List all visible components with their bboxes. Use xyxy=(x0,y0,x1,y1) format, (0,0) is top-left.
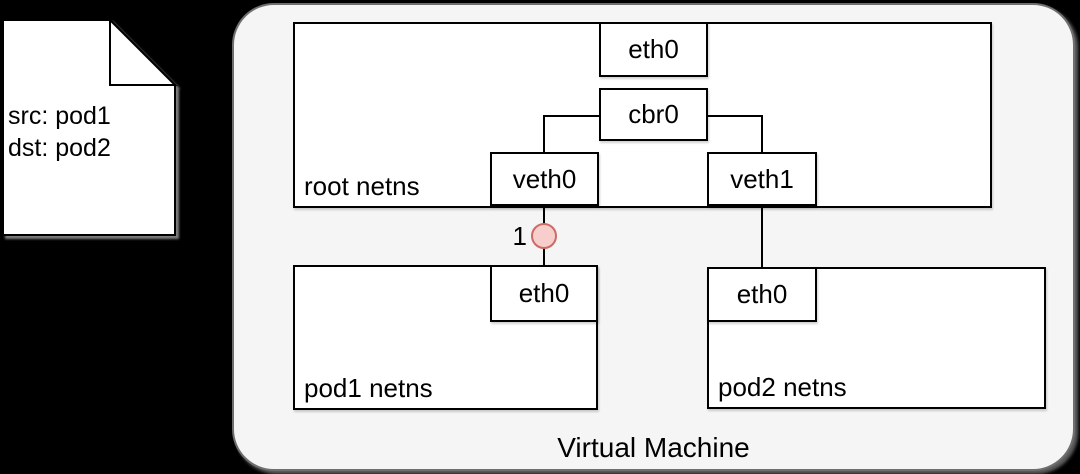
step-marker-circle xyxy=(531,223,557,249)
veth1-label: veth1 xyxy=(730,163,794,194)
step-marker-label: 1 xyxy=(512,221,527,251)
root-eth0-label: eth0 xyxy=(628,34,679,64)
cbr0-label: cbr0 xyxy=(628,99,679,129)
pod1-netns-label: pod1 netns xyxy=(304,373,433,403)
cbr0-box: cbr0 xyxy=(599,88,708,141)
veth0-label: veth0 xyxy=(512,163,577,194)
veth1-box: veth1 xyxy=(707,152,817,206)
veth0-box: veth0 xyxy=(490,152,599,206)
root-eth0-box: eth0 xyxy=(599,22,708,77)
packet-src-line: src: pod1 xyxy=(8,102,111,130)
pod2-netns-label: pod2 netns xyxy=(718,372,847,402)
pod1-eth0-box: eth0 xyxy=(490,265,598,322)
virtual-machine-label: Virtual Machine xyxy=(557,432,750,463)
pod2-eth0-label: eth0 xyxy=(736,279,788,309)
pod1-eth0-label: eth0 xyxy=(518,278,570,308)
packet-note-text: src: pod1 dst: pod2 xyxy=(8,100,111,164)
pod2-eth0-box: eth0 xyxy=(707,267,817,322)
pod2-netns-box: pod2 netns xyxy=(707,267,1046,409)
packet-dst-line: dst: pod2 xyxy=(8,134,111,162)
packet-note-fold xyxy=(109,17,178,86)
root-netns-label: root netns xyxy=(304,171,420,201)
